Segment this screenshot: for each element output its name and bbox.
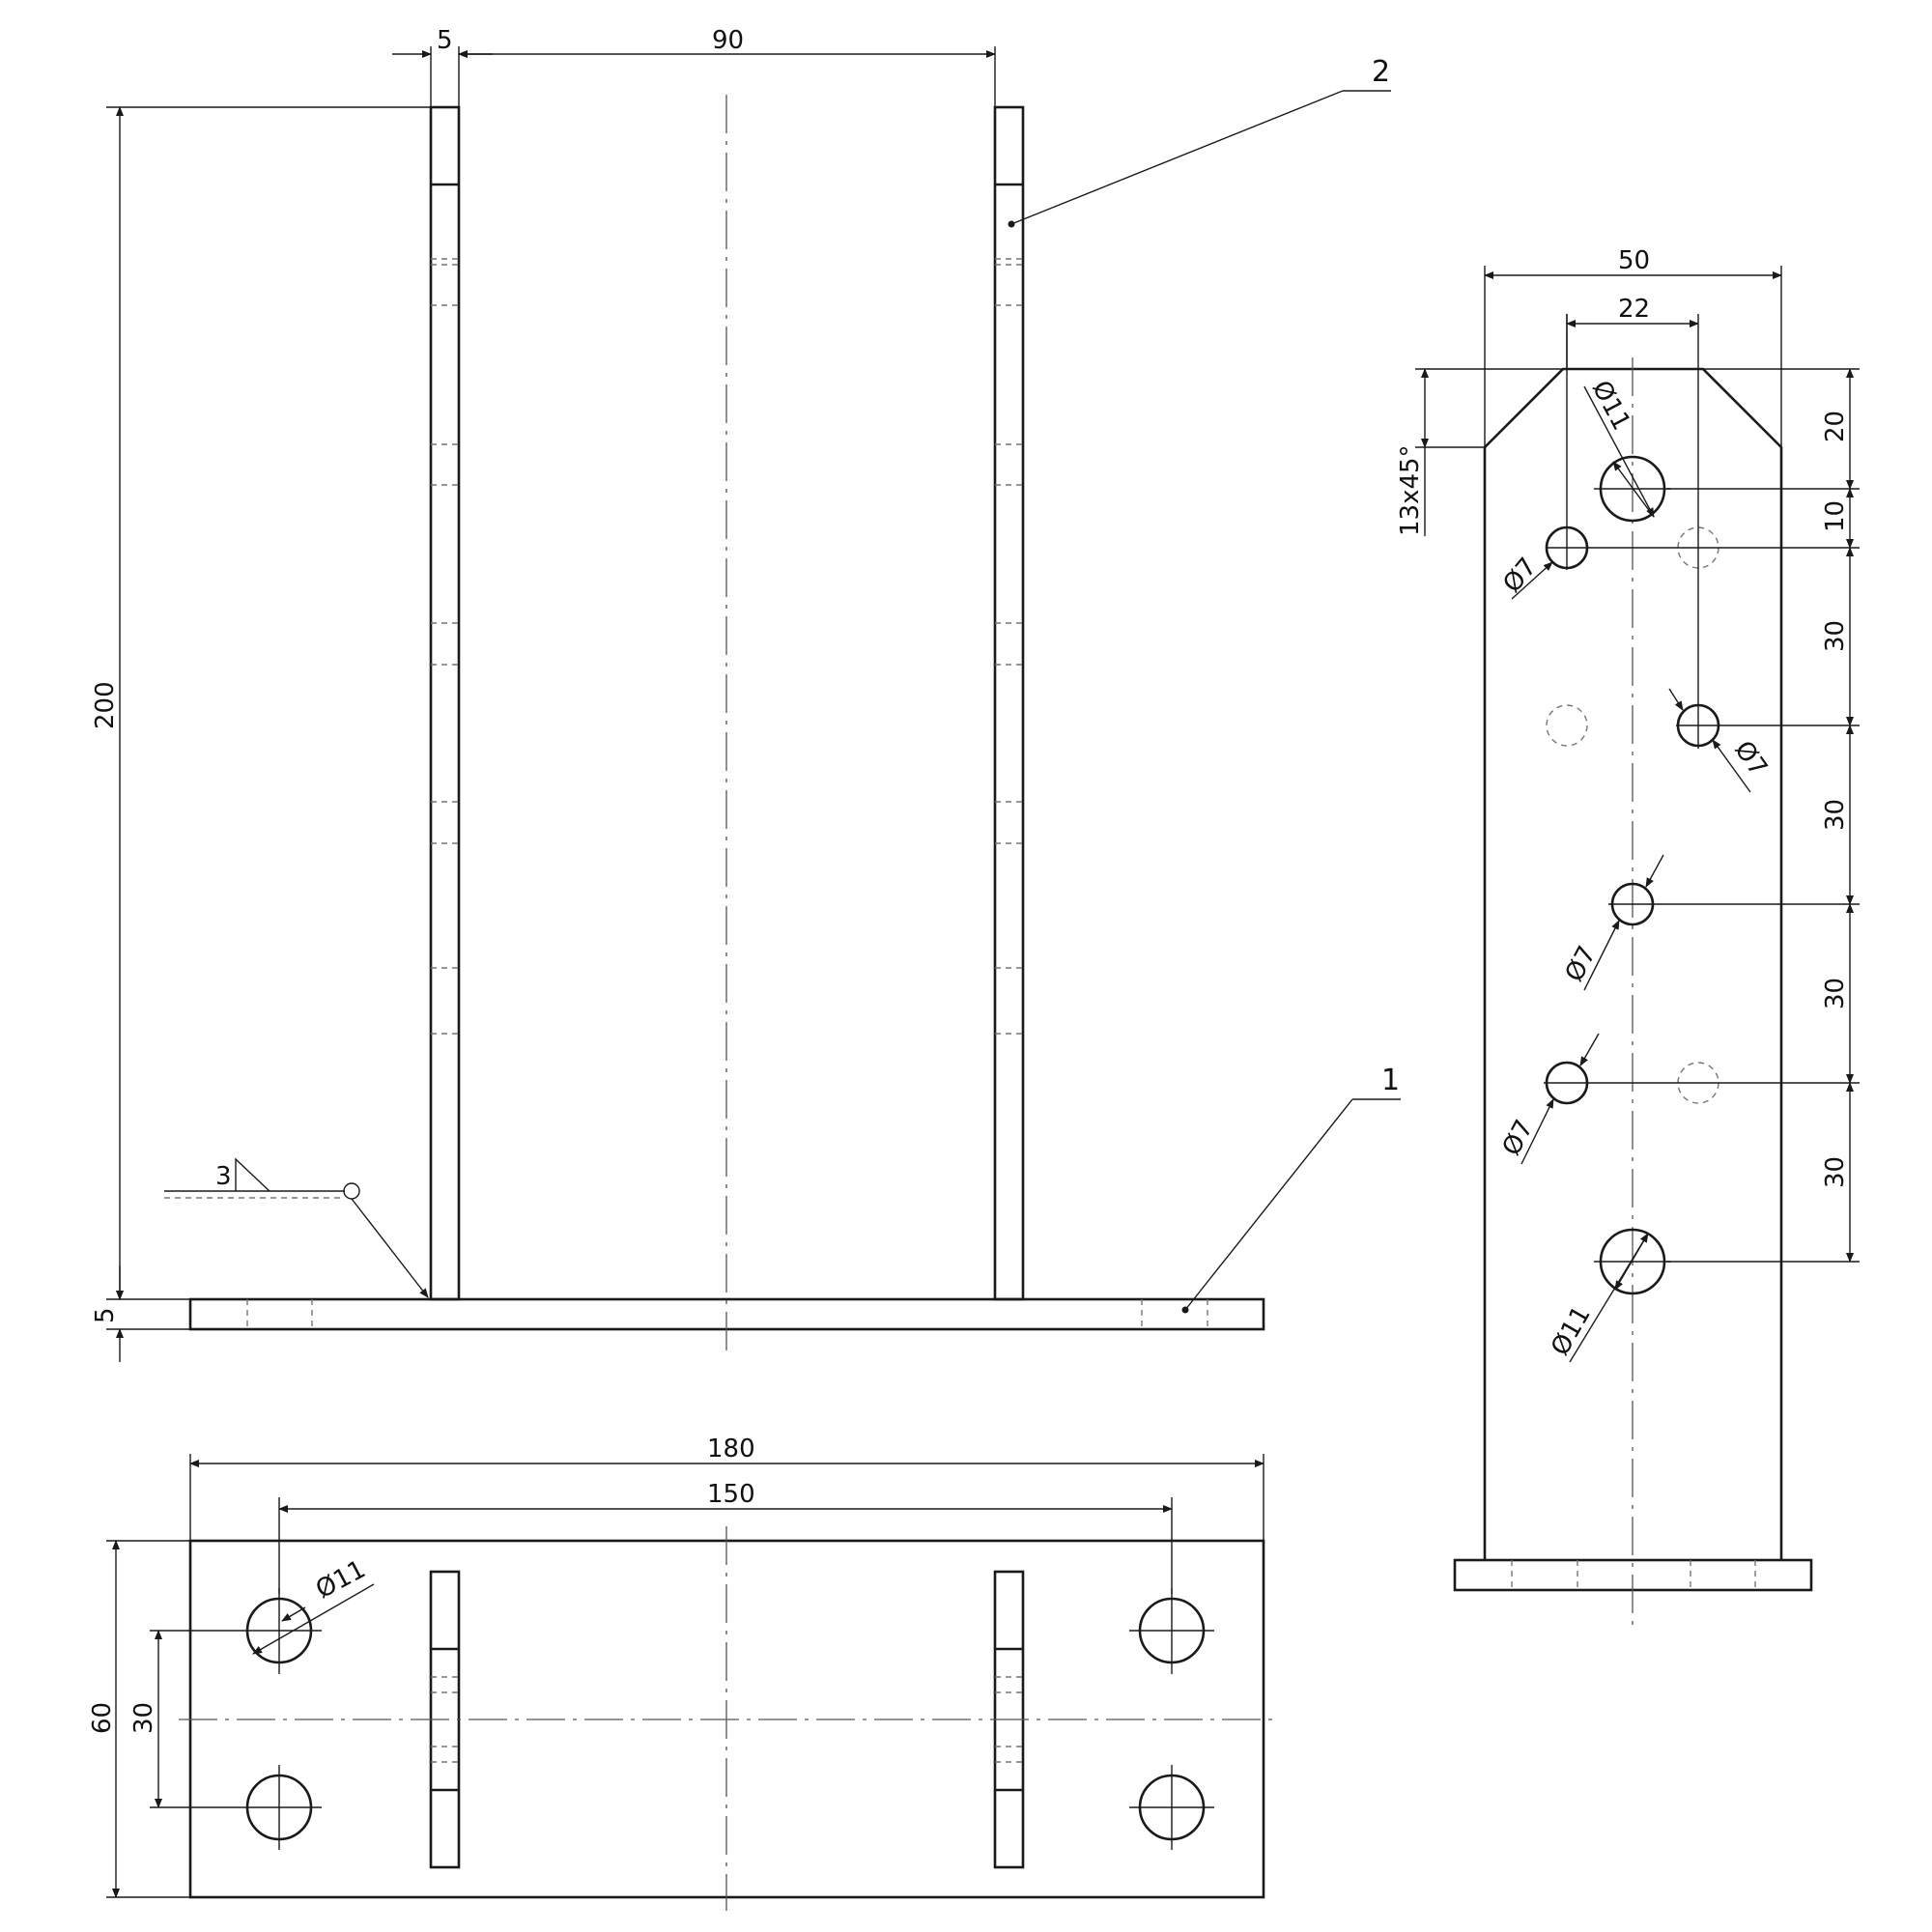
upright-hole-lines — [431, 183, 1023, 1035]
dim-180: 180 — [707, 1435, 755, 1463]
dim-30-a: 30 — [1821, 620, 1850, 652]
dim-chamfer: 13x45° — [1396, 444, 1425, 536]
dim-dia11-top: Ø11 — [1586, 376, 1636, 435]
plan-view: 180 150 60 30 Ø11 — [88, 1435, 1275, 1911]
weld-symbol: 3 — [164, 1157, 429, 1298]
dim-22: 22 — [1618, 295, 1650, 324]
dim-5-top: 5 — [437, 26, 453, 55]
dim-dia7-4: Ø7 — [1497, 1116, 1540, 1161]
dim-30-b: 30 — [1821, 799, 1850, 831]
dim-60: 60 — [88, 1702, 117, 1734]
dim-90: 90 — [712, 26, 744, 55]
dim-dia7-2: Ø7 — [1728, 736, 1773, 782]
front-view: 5 90 200 5 2 1 3 — [91, 26, 1401, 1362]
weld-size-label: 3 — [215, 1162, 232, 1191]
dim-30-plan: 30 — [129, 1702, 158, 1734]
base-hole-lines — [246, 1299, 1208, 1329]
side-hole-hidden-2 — [1546, 704, 1588, 747]
right-upright — [993, 105, 1025, 1301]
part-label-2: 2 — [1372, 55, 1390, 89]
part-label-1: 1 — [1381, 1064, 1400, 1097]
dim-5-base: 5 — [91, 1307, 120, 1323]
dim-20: 20 — [1821, 411, 1850, 442]
dim-dia7-3: Ø7 — [1560, 942, 1603, 987]
dim-dia7-1: Ø7 — [1497, 553, 1543, 599]
dim-dia11-plan: Ø11 — [311, 1555, 370, 1605]
dim-50: 50 — [1618, 246, 1650, 275]
dim-10: 10 — [1821, 500, 1850, 532]
dim-150: 150 — [707, 1480, 755, 1509]
left-upright — [429, 105, 461, 1301]
dim-200: 200 — [91, 681, 120, 729]
dim-30-d: 30 — [1821, 1156, 1850, 1188]
dim-30-c: 30 — [1821, 978, 1850, 1009]
side-view: 50 22 13x45° 20 10 30 30 30 30 Ø11 — [1396, 246, 1860, 1633]
